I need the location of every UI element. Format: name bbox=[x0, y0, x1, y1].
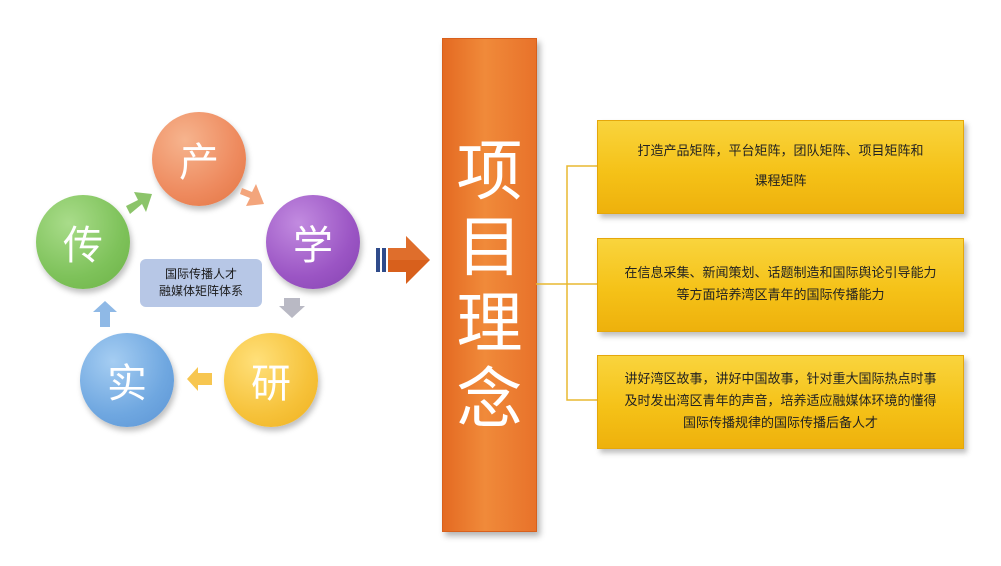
core-title: 项 目 理 念 bbox=[443, 134, 536, 438]
cycle-node-label: 研 bbox=[251, 361, 291, 407]
cycle-arrow-xue-to-yan bbox=[279, 298, 305, 318]
cycle-arrow-shi-to-chuan bbox=[93, 301, 117, 327]
info-box-line: 等方面培养湾区青年的国际传播能力 bbox=[676, 288, 885, 303]
core-concept-bar: 项 目 理 念 bbox=[442, 38, 537, 532]
cycle-node-chan: 产 bbox=[152, 112, 246, 206]
info-box-line: 在信息采集、新闻策划、话题制造和国际舆论引导能力 bbox=[624, 266, 937, 281]
center-label-line: 国际传播人才 bbox=[164, 267, 237, 281]
cycle-arrow-yan-to-shi bbox=[187, 367, 212, 391]
cycle-arrow-chuan-to-chan bbox=[126, 192, 152, 214]
info-box-1: 打造产品矩阵，平台矩阵，团队矩阵、项目矩阵和 课程矩阵 bbox=[597, 120, 964, 214]
info-box-line: 打造产品矩阵，平台矩阵，团队矩阵、项目矩阵和 bbox=[637, 144, 924, 159]
core-title-char: 项 bbox=[456, 133, 523, 210]
cycle-node-label: 产 bbox=[179, 140, 219, 186]
core-title-char: 目 bbox=[456, 209, 523, 286]
cycle-node-label: 实 bbox=[107, 361, 147, 407]
core-title-char: 念 bbox=[456, 361, 523, 438]
info-box-line: 及时发出湾区青年的声音，培养适应融媒体环境的懂得 bbox=[624, 394, 937, 409]
info-box-line: 课程矩阵 bbox=[754, 174, 807, 189]
info-box-line: 国际传播规律的国际传播后备人才 bbox=[682, 416, 878, 431]
cycle-node-shi: 实 bbox=[80, 333, 174, 427]
center-label-box: 国际传播人才 融媒体矩阵体系 bbox=[140, 259, 262, 307]
info-box-2: 在信息采集、新闻策划、话题制造和国际舆论引导能力 等方面培养湾区青年的国际传播能… bbox=[597, 238, 964, 332]
cycle-node-yan: 研 bbox=[224, 333, 318, 427]
core-title-char: 理 bbox=[456, 285, 523, 362]
flow-arrow bbox=[376, 236, 430, 284]
cycle-node-label: 学 bbox=[293, 223, 333, 269]
info-box-3: 讲好湾区故事，讲好中国故事，针对重大国际热点时事 及时发出湾区青年的声音，培养适… bbox=[597, 355, 964, 449]
cycle-node-chuan: 传 bbox=[36, 195, 130, 289]
info-box-line: 讲好湾区故事，讲好中国故事，针对重大国际热点时事 bbox=[624, 372, 937, 387]
cycle-node-label: 传 bbox=[63, 223, 103, 269]
center-label-line: 融媒体矩阵体系 bbox=[158, 284, 243, 298]
cycle-node-xue: 学 bbox=[266, 195, 360, 289]
cycle-arrow-chan-to-xue bbox=[240, 184, 264, 206]
